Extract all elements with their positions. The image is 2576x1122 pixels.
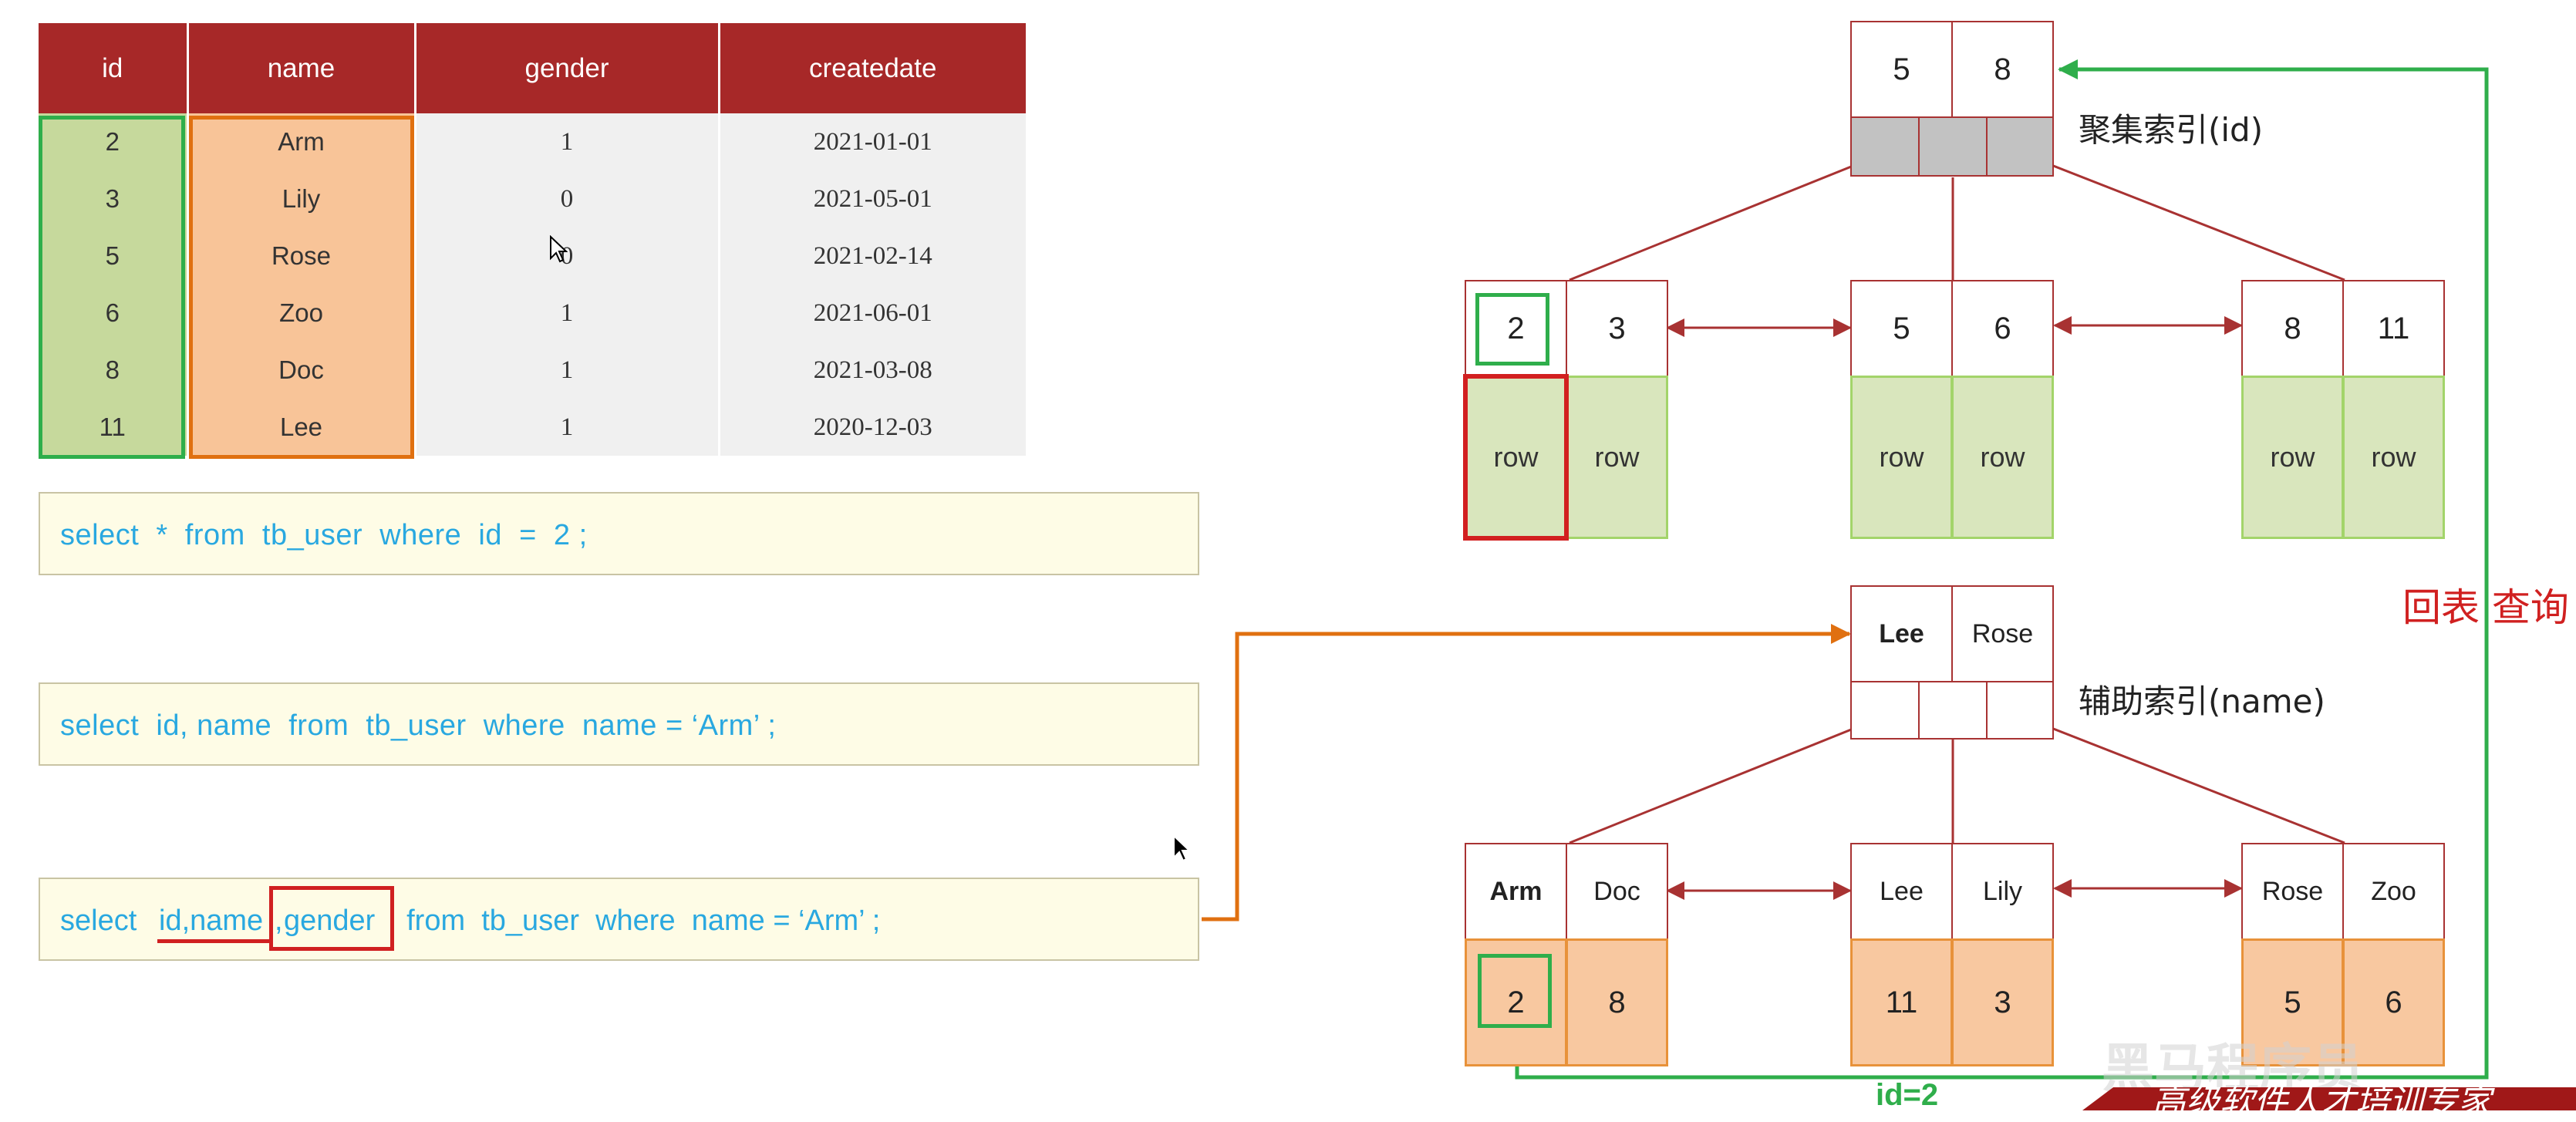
clustered-root-key: 5	[1850, 21, 1953, 118]
secondary-root-key: Lee	[1850, 585, 1953, 682]
secondary-leaf-value: 8	[1566, 938, 1668, 1066]
sql-query-3-prefix: select	[60, 905, 153, 937]
secondary-index-label: 辅助索引(name)	[2079, 682, 2325, 720]
table-row: 2 Arm 1 2021-01-01	[39, 113, 1026, 170]
sql-query-3-suffix: from tb_user where name = ‘Arm’ ;	[390, 905, 881, 937]
back-lookup-label: 回表 查询	[2402, 585, 2569, 630]
secondary-root-pointer	[1986, 681, 2054, 740]
value-2-highlight	[1478, 954, 1552, 1028]
secondary-leaf-value: 6	[2342, 938, 2445, 1066]
secondary-leaf-key: Lily	[1951, 843, 2054, 940]
id-equals-label: id=2	[1876, 1078, 1939, 1112]
row-highlight	[1463, 374, 1569, 541]
secondary-root-pointer	[1850, 681, 1920, 740]
cell-createdate: 2021-06-01	[719, 285, 1026, 342]
banner-text: 高级软件人才培训专家	[2152, 1083, 2491, 1122]
column-header-createdate: createdate	[719, 23, 1026, 113]
cell-id: 8	[39, 342, 189, 399]
cell-name: Lee	[187, 399, 416, 456]
clustered-leaf-key: 5	[1850, 280, 1953, 377]
cell-createdate: 2021-02-14	[719, 227, 1026, 285]
sql-query-1: select * from tb_user where id = 2 ;	[60, 519, 588, 551]
sql-query-box-3: select id,name , gender from tb_user whe…	[39, 878, 1199, 961]
column-header-id: id	[39, 23, 189, 113]
secondary-leaf-key: Rose	[2241, 843, 2344, 940]
user-table: id name gender createdate 2 Arm 1 2021-0…	[39, 23, 1026, 456]
secondary-leaf-value: 3	[1951, 938, 2054, 1066]
cell-id: 3	[39, 170, 189, 227]
table-row: 11 Lee 1 2020-12-03	[39, 399, 1026, 456]
column-header-name: name	[187, 23, 416, 113]
idname-underline	[157, 939, 273, 943]
sql-query-3-comma: ,	[275, 905, 283, 937]
cell-gender: 1	[415, 342, 720, 399]
clustered-leaf-row: row	[1951, 376, 2054, 539]
cell-gender: 1	[415, 113, 720, 170]
cell-name: Doc	[187, 342, 416, 399]
cell-name: Arm	[187, 113, 416, 170]
secondary-root-key: Rose	[1951, 585, 2054, 682]
clustered-leaf-row: row	[2241, 376, 2344, 539]
table-row: 8 Doc 1 2021-03-08	[39, 342, 1026, 399]
table-header-row: id name gender createdate	[39, 23, 1026, 113]
sql-query-3-idname: id,name	[159, 905, 264, 937]
sql-query-box-2: select id, name from tb_user where name …	[39, 682, 1199, 766]
secondary-leaf-value: 5	[2241, 938, 2344, 1066]
sql-query-box-1: select * from tb_user where id = 2 ;	[39, 492, 1199, 575]
table-row: 3 Lily 0 2021-05-01	[39, 170, 1026, 227]
secondary-leaf-key: Zoo	[2342, 843, 2445, 940]
table-row: 5 Rose 0 2021-02-14	[39, 227, 1026, 285]
clustered-leaf-key: 8	[2241, 280, 2344, 377]
key-2-highlight	[1475, 293, 1549, 366]
mouse-cursor-icon	[550, 235, 568, 263]
cell-id: 11	[39, 399, 189, 456]
mouse-cursor-icon	[1173, 834, 1191, 862]
clustered-root-key: 8	[1951, 21, 2054, 118]
secondary-leaf-key: Doc	[1566, 843, 1668, 940]
clustered-root-pointer	[1850, 116, 1920, 177]
cell-name: Zoo	[187, 285, 416, 342]
clustered-root-pointer	[1918, 116, 1988, 177]
cell-id: 6	[39, 285, 189, 342]
sql-query-3-gender: gender	[284, 905, 376, 937]
table-row: 6 Zoo 1 2021-06-01	[39, 285, 1026, 342]
clustered-leaf-row: row	[2342, 376, 2445, 539]
clustered-leaf-key: 6	[1951, 280, 2054, 377]
cell-id: 2	[39, 113, 189, 170]
cell-gender: 0	[415, 227, 720, 285]
clustered-index-label: 聚集索引(id)	[2079, 111, 2264, 149]
clustered-leaf-row: row	[1566, 376, 1668, 539]
cell-gender: 1	[415, 285, 720, 342]
cell-name: Rose	[187, 227, 416, 285]
clustered-leaf-row: row	[1850, 376, 1953, 539]
secondary-leaf-value: 11	[1850, 938, 1953, 1066]
clustered-root-pointer	[1986, 116, 2054, 177]
clustered-leaf-key: 11	[2342, 280, 2445, 377]
cell-createdate: 2021-03-08	[719, 342, 1026, 399]
column-header-gender: gender	[415, 23, 720, 113]
cell-gender: 0	[415, 170, 720, 227]
cell-gender: 1	[415, 399, 720, 456]
clustered-leaf-key: 3	[1566, 280, 1668, 377]
cell-createdate: 2021-05-01	[719, 170, 1026, 227]
secondary-root-pointer	[1918, 681, 1988, 740]
secondary-leaf-key: Lee	[1850, 843, 1953, 940]
gender-highlight-box	[269, 886, 394, 951]
secondary-leaf-key: Arm	[1465, 843, 1567, 940]
sql-query-2: select id, name from tb_user where name …	[60, 709, 777, 742]
cell-createdate: 2021-01-01	[719, 113, 1026, 170]
bottom-banner	[2082, 1087, 2576, 1110]
cell-name: Lily	[187, 170, 416, 227]
cell-createdate: 2020-12-03	[719, 399, 1026, 456]
cell-id: 5	[39, 227, 189, 285]
